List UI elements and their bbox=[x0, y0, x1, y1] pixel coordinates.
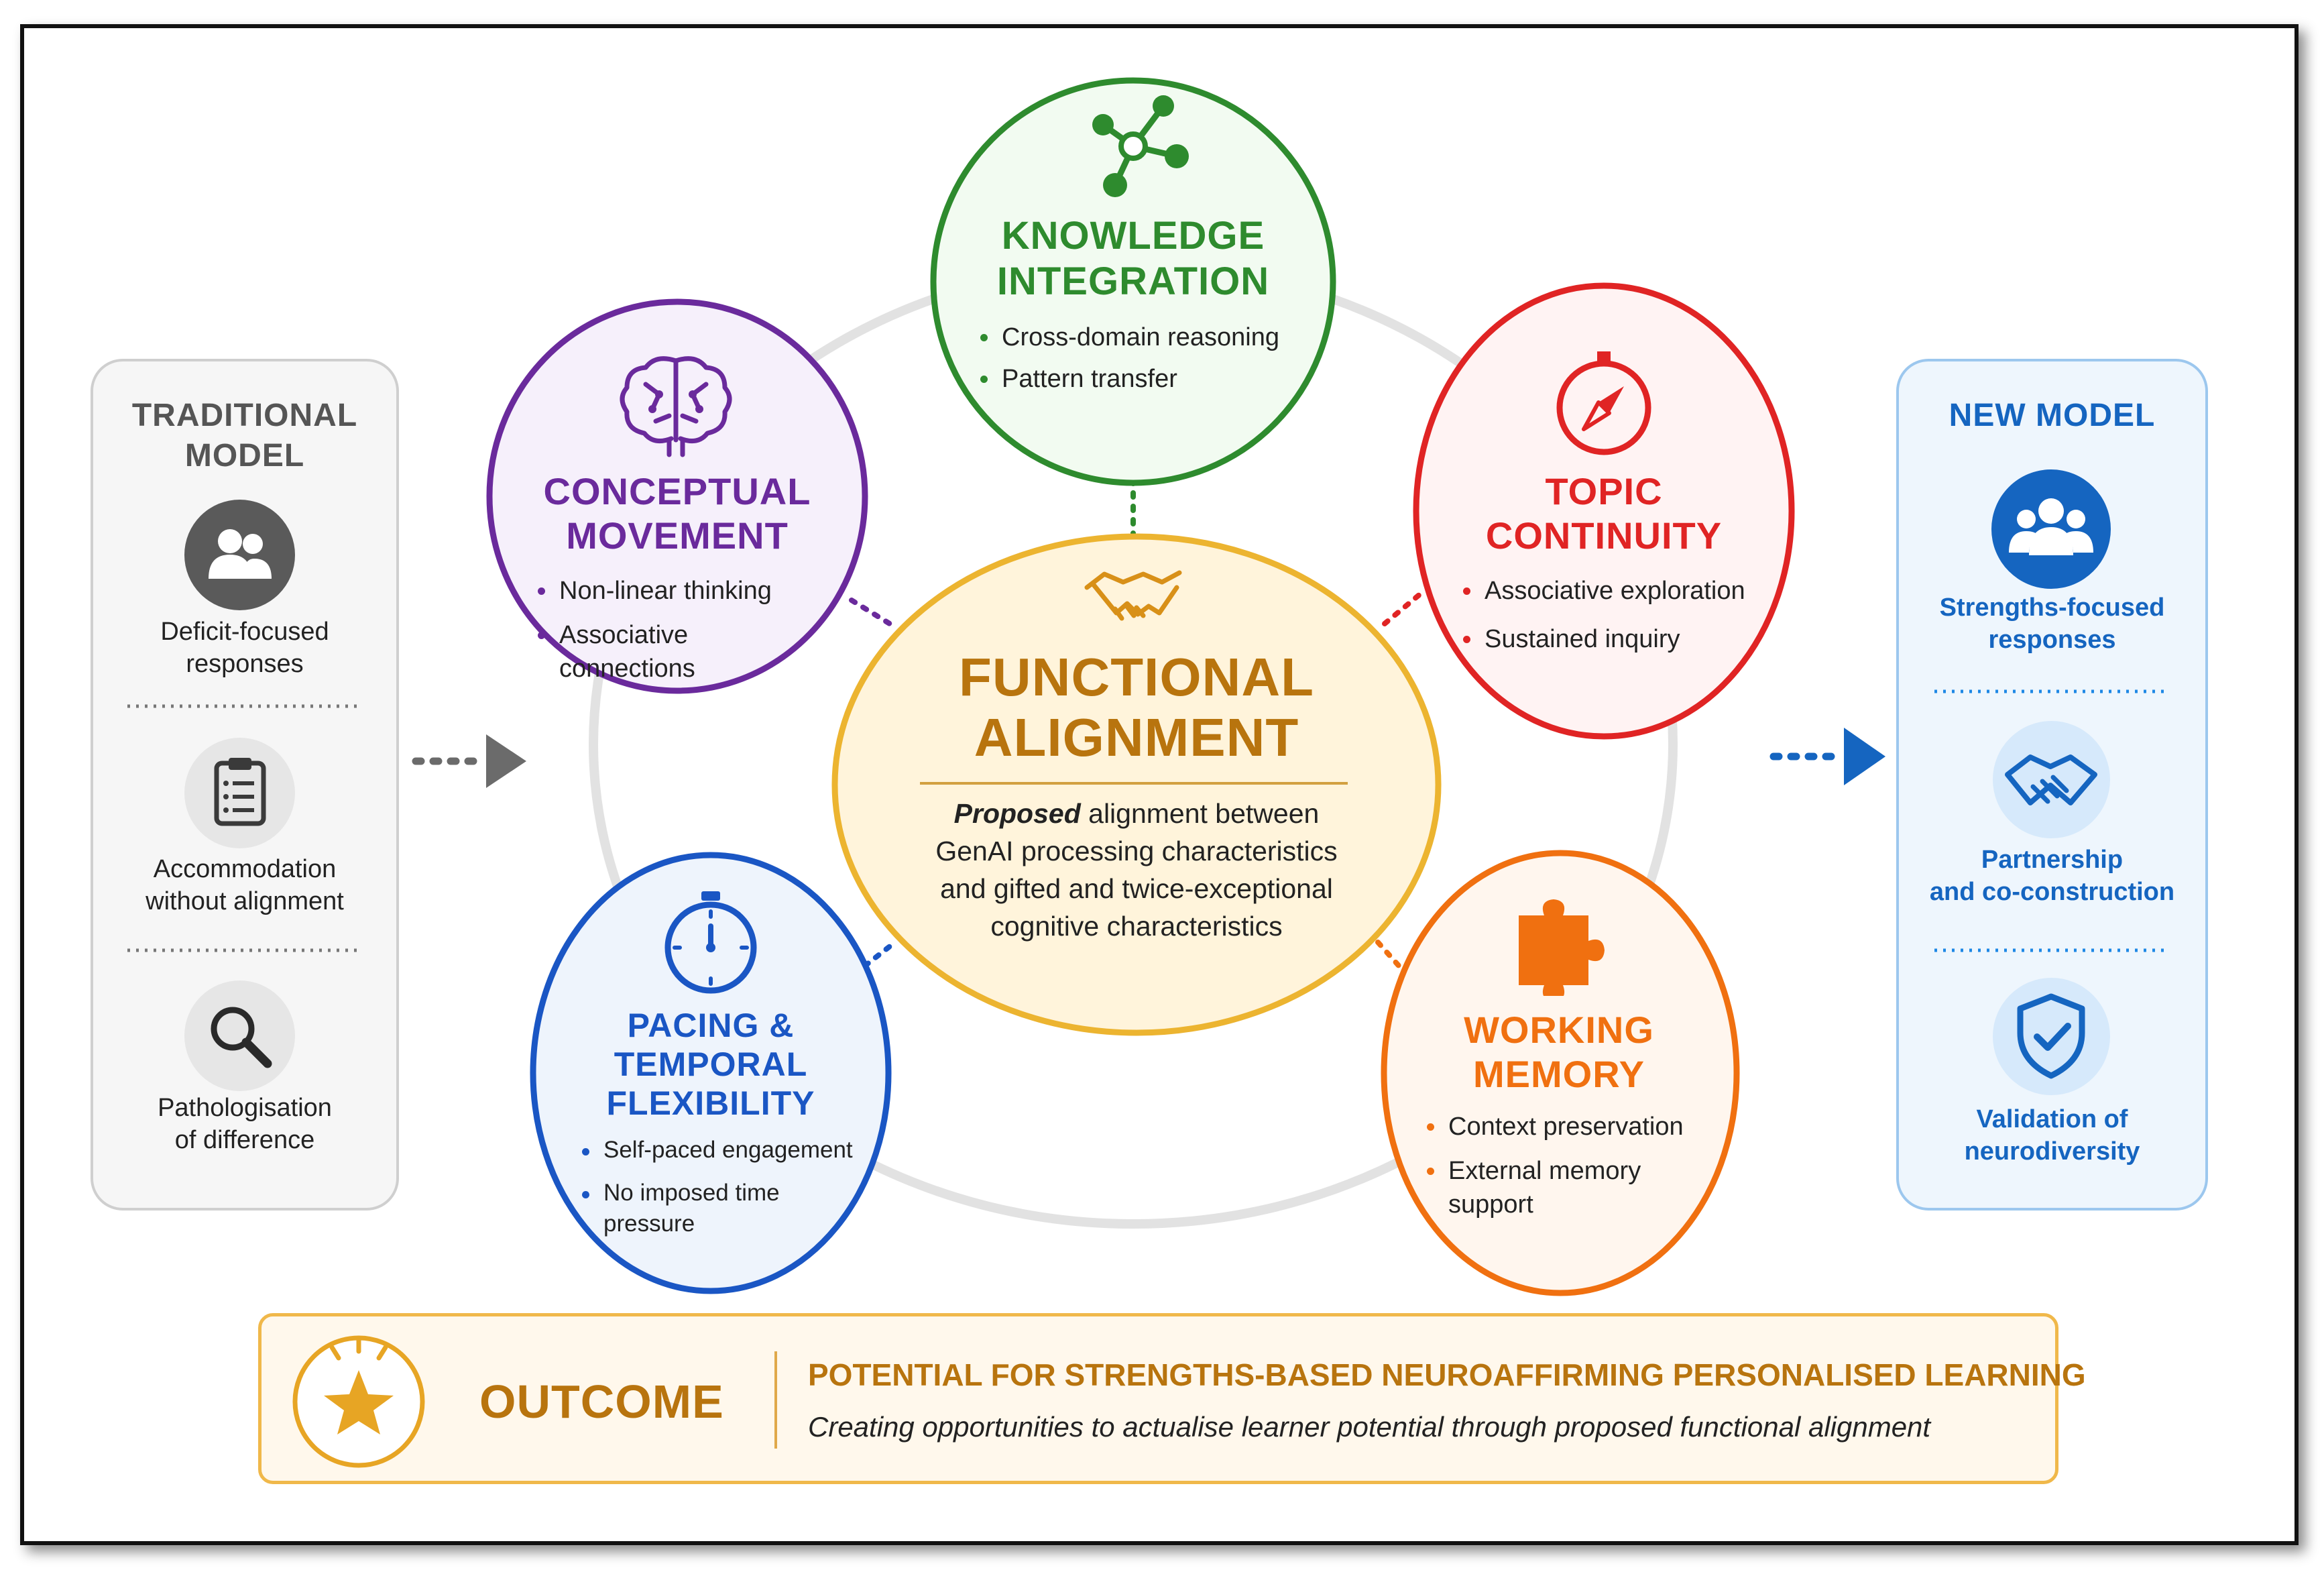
center-description: Proposed alignment between GenAI process… bbox=[935, 798, 1338, 942]
connector-pacing bbox=[862, 940, 898, 968]
handshake-icon bbox=[1993, 721, 2110, 838]
connector-conceptual bbox=[849, 598, 898, 630]
outcome-subline: Creating opportunities to actualise lear… bbox=[808, 1411, 1931, 1443]
pacing-circle bbox=[530, 852, 892, 1294]
magnifier-icon bbox=[184, 980, 295, 1091]
list-item: Self-paced engagement bbox=[581, 1135, 876, 1166]
topic-bullets: Associative exploration Sustained inquir… bbox=[1462, 574, 1797, 667]
outcome-label: OUTCOME bbox=[479, 1375, 724, 1428]
list-item: Pattern transfer bbox=[979, 362, 1328, 396]
knowledge-circle bbox=[930, 77, 1336, 486]
list-item: Sustained inquiry bbox=[1462, 622, 1797, 656]
conceptual-circle bbox=[486, 298, 868, 694]
arrow-right-grey-icon bbox=[412, 734, 526, 788]
list-item: Non-linear thinking bbox=[536, 574, 831, 608]
outcome-headline: POTENTIAL FOR STRENGTHS-BASED NEUROAFFIR… bbox=[808, 1357, 2086, 1392]
list-item: Associative exploration bbox=[1462, 574, 1797, 608]
new-model-title: NEW MODEL bbox=[1949, 398, 2156, 433]
topic-circle bbox=[1413, 282, 1795, 740]
stopwatch-icon bbox=[664, 891, 757, 994]
users-icon bbox=[1991, 469, 2111, 589]
list-item: Context preservation bbox=[1426, 1110, 1721, 1143]
list-item: Cross-domain reasoning bbox=[979, 321, 1328, 354]
handshake-icon bbox=[1084, 570, 1182, 621]
arrow-right-blue-icon bbox=[1769, 728, 1885, 785]
puzzle-icon bbox=[1519, 899, 1605, 996]
outcome-divider bbox=[774, 1351, 777, 1449]
working-circle bbox=[1381, 850, 1740, 1296]
brain-icon bbox=[620, 356, 732, 457]
outcome-banner bbox=[258, 1313, 2058, 1484]
clipboard-icon bbox=[184, 738, 295, 848]
star-icon bbox=[292, 1335, 425, 1468]
users-icon bbox=[184, 500, 295, 610]
shield-check-icon bbox=[1993, 978, 2110, 1095]
center-desc-emphasis: Proposed bbox=[953, 798, 1081, 829]
compass-icon bbox=[1556, 351, 1651, 455]
connector-topic bbox=[1382, 587, 1428, 626]
knowledge-bullets: Cross-domain reasoning Pattern transfer bbox=[979, 321, 1328, 406]
network-icon bbox=[1092, 95, 1189, 197]
